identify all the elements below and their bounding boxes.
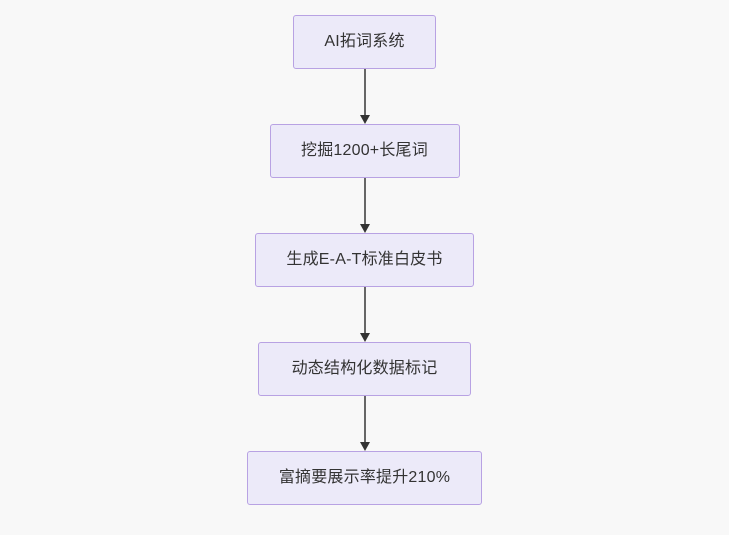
arrow-down-icon — [359, 224, 370, 233]
arrow-down-icon — [359, 115, 370, 124]
connector-line — [363, 396, 366, 443]
arrow-down-icon — [359, 333, 370, 342]
flow-node-dynamic-structured-data-markup[interactable]: 动态结构化数据标记 — [258, 342, 471, 396]
connector-line — [363, 69, 366, 116]
flow-node-label: 动态结构化数据标记 — [291, 360, 438, 377]
flow-node-label: 生成E-A-T标准白皮书 — [286, 251, 443, 268]
top-spacer — [364, 0, 365, 15]
flow-connector-1-to-2 — [359, 69, 371, 124]
flow-connector-3-to-4 — [359, 287, 371, 342]
flow-node-generate-eat-whitepaper[interactable]: 生成E-A-T标准白皮书 — [255, 233, 474, 287]
arrow-down-icon — [359, 442, 370, 451]
flow-node-rich-snippet-impression-uplift[interactable]: 富摘要展示率提升210% — [247, 451, 482, 505]
flow-node-label: AI拓词系统 — [324, 33, 405, 50]
flow-node-label: 富摘要展示率提升210% — [278, 469, 451, 486]
flow-node-label: 挖掘1200+长尾词 — [301, 142, 428, 159]
flow-connector-2-to-3 — [359, 178, 371, 233]
flow-connector-4-to-5 — [359, 396, 371, 451]
flow-node-mine-longtail-keywords[interactable]: 挖掘1200+长尾词 — [269, 124, 460, 178]
connector-line — [363, 178, 366, 225]
connector-line — [363, 287, 366, 334]
flow-node-ai-keyword-system[interactable]: AI拓词系统 — [293, 15, 436, 69]
